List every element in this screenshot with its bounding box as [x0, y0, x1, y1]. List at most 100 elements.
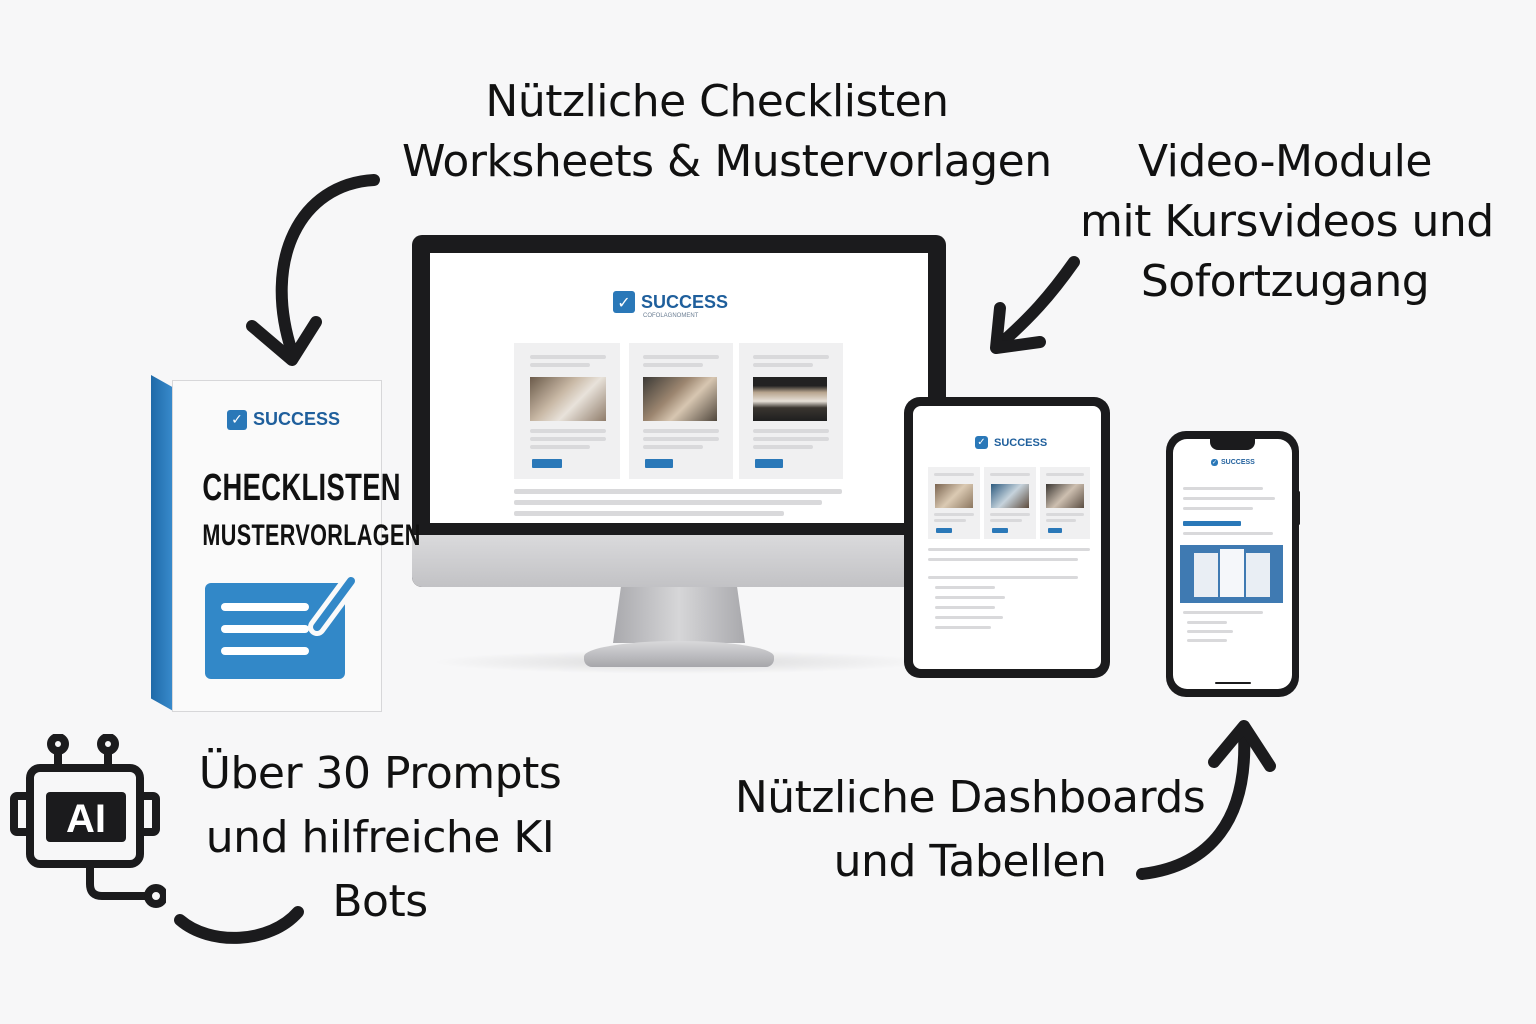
caption-line: Sofortzugang: [1140, 256, 1430, 307]
card-button[interactable]: [936, 528, 952, 533]
caption-line: mit Kursvideos und: [1080, 196, 1494, 247]
text-line: [753, 437, 829, 441]
curved-arrow-icon: [246, 316, 322, 366]
phone-notch: [1210, 439, 1255, 450]
text-line: [990, 519, 1022, 522]
check-icon: ✓: [613, 291, 635, 313]
text-line: [934, 513, 974, 516]
text-line: [753, 429, 829, 433]
pen-icon: [308, 572, 360, 636]
text-line: [1046, 513, 1084, 516]
text-line: [928, 558, 1078, 561]
curved-arrow-icon: [1208, 720, 1276, 772]
tablet-device: ✓ SUCCESS: [904, 397, 1110, 678]
preview-panel: [1220, 549, 1244, 597]
course-card: [1040, 467, 1090, 539]
text-line: [990, 473, 1030, 476]
text-line: [530, 429, 606, 433]
preview-panel: [1246, 553, 1270, 597]
logo-text: SUCCESS: [253, 409, 341, 429]
course-photo: [643, 377, 717, 421]
text-line: [934, 519, 966, 522]
text-line: [1187, 621, 1227, 624]
logo-text: SUCCESS: [1221, 459, 1255, 466]
text-line: [643, 429, 719, 433]
caption-line: Bots: [332, 876, 428, 927]
text-line: [935, 586, 995, 589]
monitor-chin: [412, 535, 946, 587]
text-line: [1046, 519, 1076, 522]
text-line: [1183, 487, 1263, 490]
box-logo: ✓ SUCCESS: [227, 409, 340, 430]
text-line: [643, 355, 719, 359]
card-button[interactable]: [755, 459, 783, 468]
caption-checklists: Nützliche Checklisten Worksheets & Muste…: [402, 72, 1052, 192]
text-line: [928, 548, 1090, 551]
text-line: [1183, 611, 1263, 614]
box-title-line2: MUSTERVORLAGEN: [202, 519, 421, 552]
course-card: [514, 343, 620, 479]
dashboard-preview: [1180, 545, 1283, 603]
phone-side-button: [1297, 491, 1300, 525]
caption-line: Nützliche Checklisten: [485, 76, 949, 127]
text-line: [1187, 639, 1227, 642]
text-line: [935, 616, 1003, 619]
text-line: [935, 626, 991, 629]
text-line: [530, 437, 606, 441]
monitor-logo: ✓ SUCCESS: [613, 291, 728, 313]
course-card: [928, 467, 980, 539]
monitor-screen: ✓ SUCCESS COFOLAGNOMENT: [430, 253, 928, 523]
caption-line: Worksheets & Mustervorlagen: [402, 136, 1052, 187]
course-photo: [753, 377, 827, 421]
text-line: [514, 511, 784, 516]
card-button[interactable]: [645, 459, 673, 468]
course-card: [739, 343, 843, 479]
caption-prompts: Über 30 Prompts und hilfreiche KI Bots: [180, 742, 580, 934]
text-line: [514, 500, 822, 505]
text-line: [928, 576, 1078, 579]
caption-line: und Tabellen: [833, 836, 1107, 887]
text-line: [514, 489, 842, 494]
card-button[interactable]: [1048, 528, 1062, 533]
card-button[interactable]: [992, 528, 1008, 533]
tablet-logo: ✓ SUCCESS: [975, 436, 1047, 449]
caption-line: Über 30 Prompts: [198, 748, 562, 799]
monitor-stand: [613, 587, 745, 643]
text-line: [1183, 497, 1275, 500]
curved-arrow-icon: [990, 302, 1046, 354]
text-line: [530, 355, 606, 359]
doc-line: [221, 647, 309, 655]
smartphone-device: ✓ SUCCESS: [1166, 431, 1300, 697]
course-photo: [991, 484, 1029, 508]
preview-panel: [1194, 553, 1218, 597]
ai-robot-icon: AI: [10, 734, 166, 908]
ai-label: AI: [66, 797, 106, 841]
text-line: [753, 445, 813, 449]
monitor-base: [584, 641, 774, 667]
text-line: [934, 473, 974, 476]
caption-video: Video-Module mit Kursvideos und Sofortzu…: [1080, 132, 1494, 312]
text-line: [935, 606, 995, 609]
caption-line: Video-Module: [1138, 136, 1432, 187]
text-line: [990, 513, 1030, 516]
check-icon: ✓: [975, 436, 988, 449]
course-photo: [530, 377, 606, 421]
course-card: [984, 467, 1036, 539]
text-line: [1187, 630, 1233, 633]
text-line: [753, 355, 829, 359]
cta-button[interactable]: [1183, 521, 1241, 526]
phone-screen: ✓ SUCCESS: [1173, 439, 1292, 689]
doc-line: [221, 625, 309, 633]
text-line: [530, 445, 590, 449]
check-icon: ✓: [1211, 459, 1218, 466]
text-line: [1183, 532, 1273, 535]
doc-line: [221, 603, 309, 611]
text-line: [935, 596, 1005, 599]
text-line: [643, 363, 703, 367]
product-box-spine: [151, 375, 175, 712]
tablet-screen: ✓ SUCCESS: [913, 406, 1101, 669]
course-card: [629, 343, 733, 479]
card-button[interactable]: [532, 459, 562, 468]
caption-line: und hilfreiche KI: [205, 812, 555, 863]
curved-arrow-icon: [275, 174, 380, 358]
